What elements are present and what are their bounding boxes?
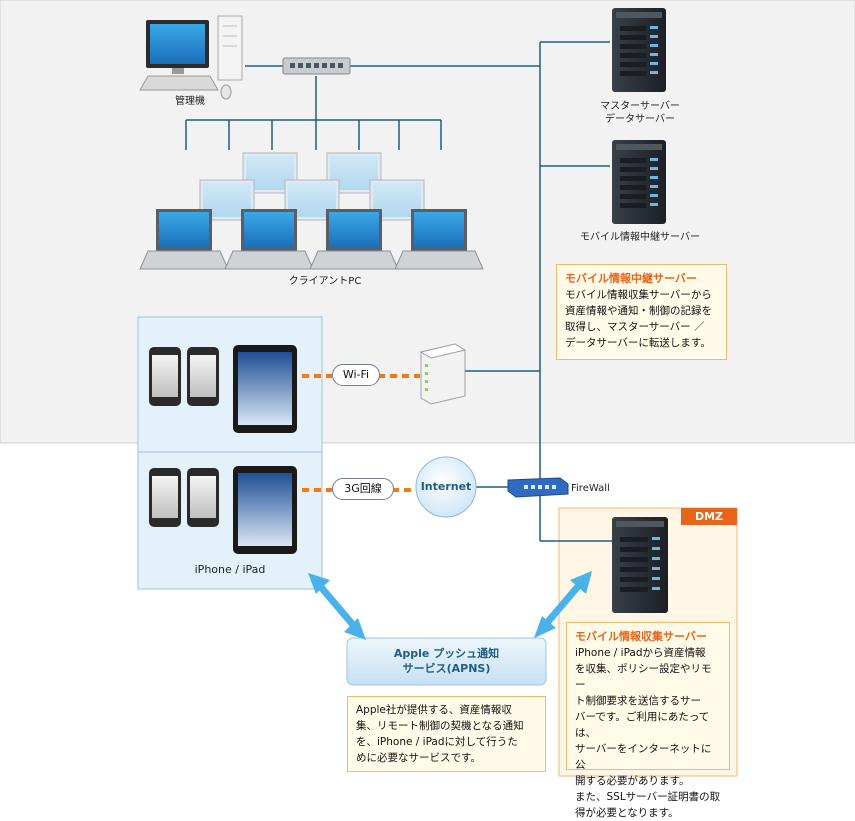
collect-callout-line: また、SSLサーバー証明書の取 [575, 791, 721, 803]
admin-pc-label: 管理機 [175, 96, 205, 107]
wireless-links [302, 374, 420, 492]
collect-callout-line: iPhone / iPadから資産情報 [575, 647, 706, 659]
switching-hub-icon [282, 57, 351, 75]
collection-server-icon [612, 517, 668, 613]
collect-callout-line: ト制御要求を送信するサー [575, 695, 701, 707]
client-pc-label: クライアントPC [288, 276, 362, 287]
collect-callout-line: を収集、ポリシー設定やリモー [575, 663, 712, 691]
wifi-devices [149, 345, 297, 433]
wifi-access-point-icon [419, 343, 467, 405]
dmz-badge [681, 508, 737, 525]
firewall-icon [507, 477, 569, 498]
client-laptops-front [139, 209, 484, 270]
apns-callout: Apple社が提供する、資産情報収 集、リモート制御の契機となる通知 を、iPh… [347, 696, 546, 772]
internet-label: Internet [420, 480, 472, 493]
apns-callout-line: めに必要なサービスです。 [356, 752, 481, 764]
master-server-icon [612, 8, 666, 92]
cellular-devices [149, 466, 297, 554]
cellular-link-label: 3G回線 [332, 478, 394, 500]
master-server-label-1: マスターサーバー [600, 101, 680, 112]
collect-callout-line: サーバーをインターネットに公 [575, 743, 712, 771]
collect-callout-line: 得が必要となります。 [575, 807, 679, 819]
push-arrow-left [308, 573, 366, 640]
apns-callout-line: 集、リモート制御の契機となる通知 [356, 720, 524, 732]
relay-callout-line: 取得し、マスターサーバー ／ [565, 321, 705, 333]
dmz-label: DMZ [694, 510, 724, 523]
apns-callout-line: を、iPhone / iPadに対して行うた [356, 736, 518, 748]
master-server-label-2: データサーバー [605, 114, 675, 125]
collect-callout-line: 開する必要があります。 [575, 775, 690, 787]
devices-label: iPhone / iPad [194, 563, 266, 576]
collect-callout-title: モバイル情報収集サーバー [575, 630, 707, 643]
collection-server-callout: モバイル情報収集サーバー iPhone / iPadから資産情報 を収集、ポリシ… [566, 622, 730, 819]
network-lines [185, 41, 612, 542]
client-laptops-back [199, 152, 425, 221]
relay-callout-line: モバイル情報収集サーバーから [565, 289, 712, 301]
apns-label-1: Apple プッシュ通知 [393, 647, 500, 660]
internet-globe [415, 456, 477, 518]
relay-server-label: モバイル情報中継サーバー [580, 232, 700, 243]
wifi-link-label: Wi-Fi [332, 364, 380, 386]
relay-callout-line: データサーバーに転送します。 [565, 337, 711, 349]
relay-server-callout: モバイル情報中継サーバー モバイル情報収集サーバーから 資産情報や通知・制御の記… [556, 264, 727, 360]
relay-server-icon [612, 140, 666, 224]
admin-pc-icon [139, 15, 243, 100]
relay-callout-line: 資産情報や通知・制御の記録を [565, 305, 712, 317]
push-arrow-right [534, 571, 592, 638]
relay-callout-title: モバイル情報中継サーバー [565, 272, 697, 285]
apns-label-2: サービス(APNS) [402, 662, 491, 675]
apns-callout-line: Apple社が提供する、資産情報収 [356, 704, 512, 716]
collect-callout-line: バーです。ご利用にあたっては、 [575, 711, 710, 739]
firewall-label: FireWall [571, 483, 610, 494]
apns-box [346, 637, 547, 686]
